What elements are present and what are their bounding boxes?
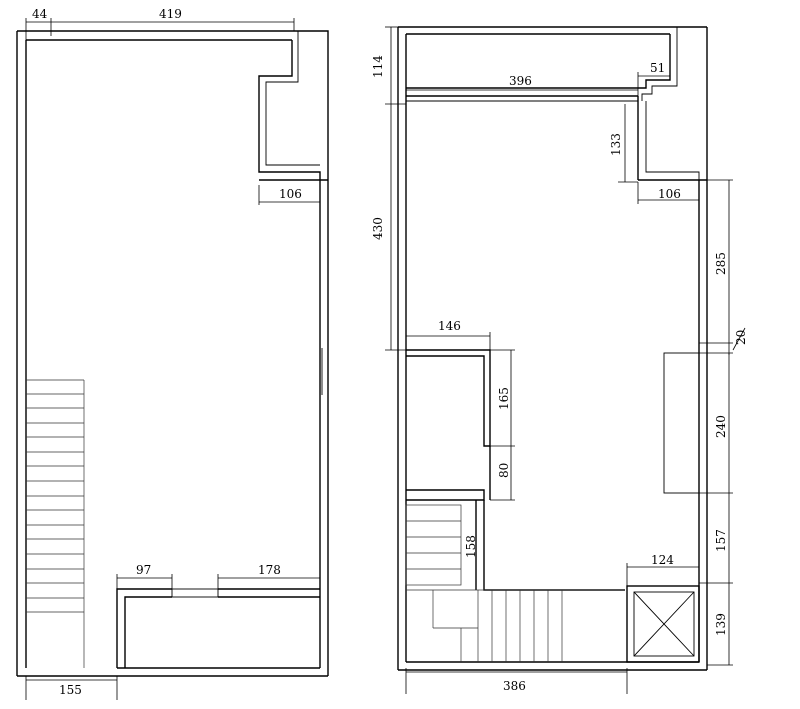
dim-label-51: 51 [650,61,665,75]
right-plan: 114 396 51 133 106 430 285 20 146 165 80… [371,26,748,694]
dim-label-124: 124 [651,553,674,567]
dim-label-106-right: 106 [658,187,681,201]
left-plan-outer-walls [16,30,329,677]
left-plan: 44 419 106 97 178 155 [16,7,329,700]
dim-label-158: 158 [464,535,478,558]
dim-label-157: 157 [714,529,728,552]
left-plan-bottom-room [116,588,320,668]
dim-label-133: 133 [609,133,623,156]
dim-label-165: 165 [497,387,511,410]
dim-label-139: 139 [714,613,728,636]
dim-label-386: 386 [503,679,526,693]
dim-label-146: 146 [438,319,461,333]
dim-label-44: 44 [32,7,48,21]
dim-label-430: 430 [371,217,385,240]
dim-label-106-left: 106 [279,187,302,201]
left-plan-dimension-lines [25,18,320,700]
left-plan-corner-closet [258,30,329,188]
right-plan-stairs [405,504,625,662]
right-plan-void-box [626,585,700,663]
dim-label-155: 155 [59,683,82,697]
dim-label-396: 396 [509,74,532,88]
right-plan-outer-walls [397,26,708,671]
dim-label-20: 20 [734,330,748,345]
dim-label-114: 114 [371,55,385,78]
left-plan-stairs [26,379,85,668]
dim-label-240: 240 [714,415,728,438]
dim-label-285: 285 [714,252,728,275]
dim-label-97: 97 [136,563,151,577]
right-plan-balcony [406,27,707,181]
right-plan-partition [406,349,625,591]
dim-label-80: 80 [497,463,511,478]
dim-label-419: 419 [159,7,182,21]
right-plan-dimension-lines [385,26,746,694]
right-plan-wardrobe [663,352,700,494]
dim-label-178: 178 [258,563,281,577]
